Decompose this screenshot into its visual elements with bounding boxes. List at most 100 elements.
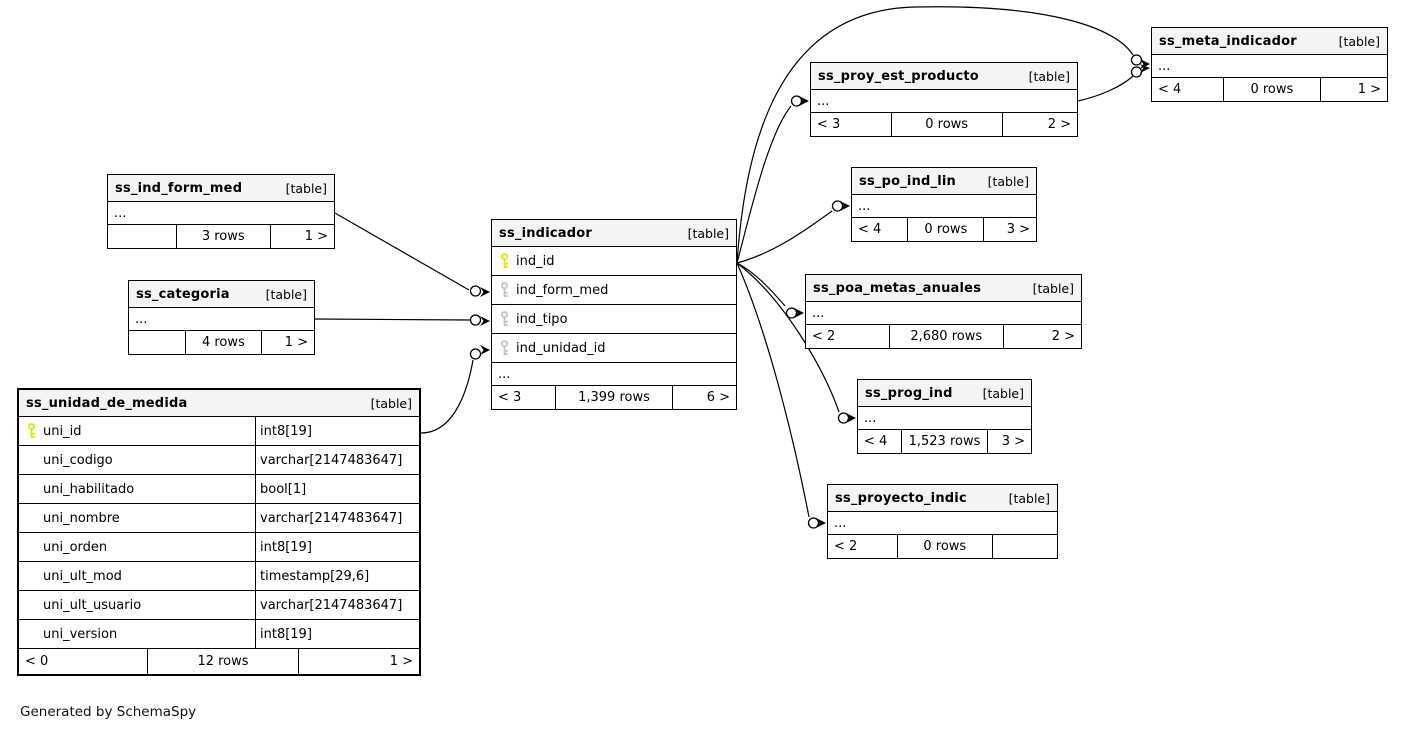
- column-type: timestamp[29,6]: [255, 562, 419, 590]
- column-row-ind-unidad-id: ind_unidad_id: [492, 334, 736, 363]
- column-name: uni_orden: [43, 539, 108, 555]
- table-footer: < 4 1,523 rows 3 >: [858, 430, 1031, 453]
- row-count: 0 rows: [907, 218, 985, 241]
- column-row-ind-form-med: ind_form_med: [492, 276, 736, 305]
- column-name: uni_ult_usuario: [43, 597, 142, 613]
- column-type: int8[19]: [255, 417, 419, 445]
- table-footer: < 0 12 rows 1 >: [19, 649, 419, 674]
- parent-count: [129, 331, 185, 354]
- table-footer: < 2 2,680 rows 2 >: [806, 325, 1081, 348]
- table-header: ss_indicador [table]: [492, 220, 736, 247]
- table-node-ss-unidad-de-medida[interactable]: ss_unidad_de_medida [table] uni_id int8[…: [17, 388, 421, 676]
- table-node-ss-ind-form-med[interactable]: ss_ind_form_med [table] ... 3 rows 1 >: [107, 174, 335, 249]
- table-type-tag: [table]: [1028, 68, 1070, 84]
- column-name: uni_version: [43, 626, 118, 642]
- key-spacer: [19, 533, 43, 561]
- parent-count: < 3: [817, 117, 841, 132]
- generator-note: Generated by SchemaSpy: [20, 704, 197, 720]
- table-node-ss-proy-est-producto[interactable]: ss_proy_est_producto [table] ... < 3 0 r…: [810, 62, 1078, 137]
- relationship-unidad-de-medida-to-indicador: [420, 345, 490, 434]
- key-spacer: [19, 620, 43, 648]
- table-name[interactable]: ss_meta_indicador: [1159, 33, 1297, 49]
- table-header: ss_poa_metas_anuales [table]: [806, 275, 1081, 302]
- table-name[interactable]: ss_ind_form_med: [115, 180, 243, 196]
- table-header: ss_po_ind_lin [table]: [852, 168, 1036, 195]
- table-header: ss_prog_ind [table]: [858, 380, 1031, 407]
- table-name[interactable]: ss_proyecto_indic: [835, 490, 967, 506]
- table-header: ss_ind_form_med [table]: [108, 175, 334, 202]
- table-footer: 3 rows 1 >: [108, 225, 334, 248]
- collapsed-columns-row: ...: [852, 195, 1036, 218]
- row-count: 0 rows: [896, 535, 993, 558]
- table-node-ss-proyecto-indic[interactable]: ss_proyecto_indic [table] ... < 2 0 rows: [827, 484, 1058, 559]
- child-count: 1 >: [284, 335, 308, 350]
- foreign-key-icon: [492, 334, 516, 362]
- column-row-uni-orden: uni_orden int8[19]: [19, 533, 419, 562]
- table-name[interactable]: ss_unidad_de_medida: [26, 395, 188, 411]
- collapsed-columns-row: ...: [828, 512, 1057, 535]
- table-name[interactable]: ss_prog_ind: [865, 385, 953, 401]
- row-count: 1,523 rows: [901, 430, 988, 453]
- table-node-ss-categoria[interactable]: ss_categoria [table] ... 4 rows 1 >: [128, 280, 315, 355]
- child-count: [993, 535, 1057, 558]
- primary-key-icon: [19, 417, 43, 445]
- table-footer: < 4 0 rows 1 >: [1152, 78, 1387, 101]
- table-header: ss_proyecto_indic [table]: [828, 485, 1057, 512]
- column-row-uni-id: uni_id int8[19]: [19, 417, 419, 446]
- parent-count: < 2: [812, 329, 836, 344]
- relationship-categoria-to-indicador: [314, 314, 490, 326]
- table-node-ss-prog-ind[interactable]: ss_prog_ind [table] ... < 4 1,523 rows 3…: [857, 379, 1032, 454]
- parent-count: < 4: [864, 434, 888, 449]
- child-count: 2 >: [1047, 117, 1071, 132]
- parent-count: [108, 225, 176, 248]
- key-spacer: [19, 446, 43, 474]
- primary-key-icon: [492, 247, 516, 275]
- table-type-tag: [table]: [982, 385, 1024, 401]
- table-node-ss-po-ind-lin[interactable]: ss_po_ind_lin [table] ... < 4 0 rows 3 >: [851, 167, 1037, 242]
- row-count: 1,399 rows: [555, 386, 673, 409]
- table-node-ss-poa-metas-anuales[interactable]: ss_poa_metas_anuales [table] ... < 2 2,6…: [805, 274, 1082, 349]
- relationship-indicador-to-proy-est-producto: [736, 95, 809, 264]
- table-name[interactable]: ss_indicador: [499, 225, 592, 241]
- table-footer: < 2 0 rows: [828, 535, 1057, 558]
- table-type-tag: [table]: [285, 180, 327, 196]
- table-name[interactable]: ss_po_ind_lin: [859, 173, 956, 189]
- column-name: ind_id: [516, 253, 555, 269]
- table-name[interactable]: ss_categoria: [136, 286, 230, 302]
- table-name[interactable]: ss_proy_est_producto: [818, 68, 979, 84]
- table-type-tag: [table]: [265, 286, 307, 302]
- row-count: 4 rows: [184, 331, 263, 354]
- column-type: varchar[2147483647]: [255, 504, 419, 532]
- collapsed-columns-row: ...: [1152, 55, 1387, 78]
- table-name[interactable]: ss_poa_metas_anuales: [813, 280, 982, 296]
- parent-count: < 4: [858, 222, 882, 237]
- row-count: 2,680 rows: [888, 325, 1004, 348]
- collapsed-columns-row: ...: [858, 407, 1031, 430]
- column-name: uni_nombre: [43, 510, 120, 526]
- parent-count: < 0: [25, 654, 49, 669]
- table-node-ss-meta-indicador[interactable]: ss_meta_indicador [table] ... < 4 0 rows…: [1151, 27, 1388, 102]
- child-count: 1 >: [304, 229, 328, 244]
- row-count: 12 rows: [147, 649, 299, 674]
- column-name: uni_habilitado: [43, 481, 135, 497]
- table-type-tag: [table]: [987, 173, 1029, 189]
- relationship-indicador-to-po-ind-lin: [736, 200, 850, 264]
- row-count: 3 rows: [175, 225, 271, 248]
- parent-count: < 2: [834, 539, 858, 554]
- foreign-key-icon: [492, 276, 516, 304]
- foreign-key-icon: [492, 305, 516, 333]
- table-type-tag: [table]: [1008, 490, 1050, 506]
- child-count: 1 >: [1357, 82, 1381, 97]
- table-footer: < 3 0 rows 2 >: [811, 113, 1077, 136]
- row-count: 0 rows: [890, 113, 1003, 136]
- table-header: ss_categoria [table]: [129, 281, 314, 308]
- collapsed-columns-row: ...: [811, 90, 1077, 113]
- collapsed-columns-row: ...: [492, 363, 736, 386]
- table-node-ss-indicador[interactable]: ss_indicador [table] ind_id ind_form_med…: [491, 219, 737, 410]
- child-count: 2 >: [1051, 329, 1075, 344]
- column-type: int8[19]: [255, 533, 419, 561]
- column-type: int8[19]: [255, 620, 419, 648]
- column-row-ind-id: ind_id: [492, 247, 736, 276]
- column-name: ind_unidad_id: [516, 340, 606, 356]
- column-type: varchar[2147483647]: [255, 591, 419, 619]
